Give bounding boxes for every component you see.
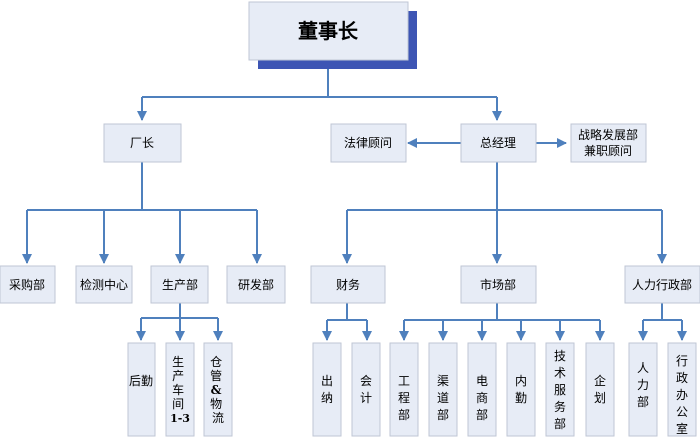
rnd-label: 研发部 bbox=[238, 277, 274, 292]
warehouse-label: 仓 管 & 物 流 bbox=[210, 355, 226, 425]
marketing-label: 市场部 bbox=[480, 277, 516, 292]
planning-node: 企划 bbox=[585, 342, 615, 437]
workshops-node: 生 产 车 间 1-3 bbox=[165, 342, 195, 437]
procurement-node: 采购部 bbox=[0, 265, 56, 304]
strategy-advisor-line-1: 战略发展部 bbox=[578, 127, 638, 142]
factory-director-node: 厂长 bbox=[103, 123, 182, 163]
chairman-node: 董事长 bbox=[248, 1, 417, 69]
accounting-label: 会计 bbox=[360, 374, 372, 405]
channels-label: 渠道部 bbox=[437, 374, 449, 422]
finance-label: 财务 bbox=[336, 277, 360, 292]
production-node: 生产部 bbox=[150, 265, 209, 304]
rnd-node: 研发部 bbox=[226, 265, 286, 304]
ecommerce-label: 电商部 bbox=[476, 374, 488, 422]
engineering-node: 工程部 bbox=[389, 342, 419, 437]
hr-node: 人力部 bbox=[628, 342, 658, 437]
engineering-label: 工程部 bbox=[398, 374, 410, 422]
technical-service-label: 技术服务部 bbox=[554, 349, 566, 431]
marketing-node: 市场部 bbox=[460, 265, 537, 304]
procurement-label: 采购部 bbox=[9, 277, 45, 292]
legal-advisor-node: 法律顾问 bbox=[330, 123, 407, 163]
strategy-advisor-line-2: 兼职顾问 bbox=[584, 144, 632, 158]
production-label: 生产部 bbox=[162, 277, 198, 292]
finance-node: 财务 bbox=[310, 265, 386, 304]
admin-office-node: 行政办公室 bbox=[667, 342, 697, 437]
cashier-label: 出纳 bbox=[321, 374, 333, 405]
factory-director-label: 厂长 bbox=[130, 136, 154, 150]
general-manager-node: 总经理 bbox=[460, 123, 537, 163]
admin-office-label: 行政办公室 bbox=[676, 354, 688, 436]
technical-service-node: 技术服务部 bbox=[545, 342, 575, 437]
logistics-support-label: 后勤 bbox=[129, 374, 153, 388]
testing-center-node: 检测中心 bbox=[75, 265, 133, 304]
internal-affairs-node: 内勤 bbox=[506, 342, 536, 437]
workshops-label: 生 产 车 间 1-3 bbox=[170, 355, 190, 425]
strategy-advisor-node: 战略发展部 兼职顾问 bbox=[570, 123, 647, 163]
accounting-node: 会计 bbox=[351, 342, 381, 437]
general-manager-label: 总经理 bbox=[480, 136, 516, 150]
warehouse-node: 仓 管 & 物 流 bbox=[203, 342, 233, 437]
chairman-label: 董事长 bbox=[298, 19, 359, 43]
hr-admin-node: 人力行政部 bbox=[624, 265, 700, 304]
cashier-node: 出纳 bbox=[312, 342, 342, 437]
ecommerce-node: 电商部 bbox=[467, 342, 497, 437]
hr-label: 人力部 bbox=[637, 361, 649, 409]
channels-node: 渠道部 bbox=[428, 342, 458, 437]
logistics-support-node: 后勤 bbox=[127, 342, 156, 437]
internal-affairs-label: 内勤 bbox=[515, 374, 527, 405]
legal-advisor-label: 法律顾问 bbox=[344, 136, 392, 150]
testing-center-label: 检测中心 bbox=[80, 277, 128, 292]
connectors bbox=[22, 66, 687, 341]
planning-label: 企划 bbox=[594, 373, 606, 405]
hr-admin-label: 人力行政部 bbox=[632, 277, 692, 292]
